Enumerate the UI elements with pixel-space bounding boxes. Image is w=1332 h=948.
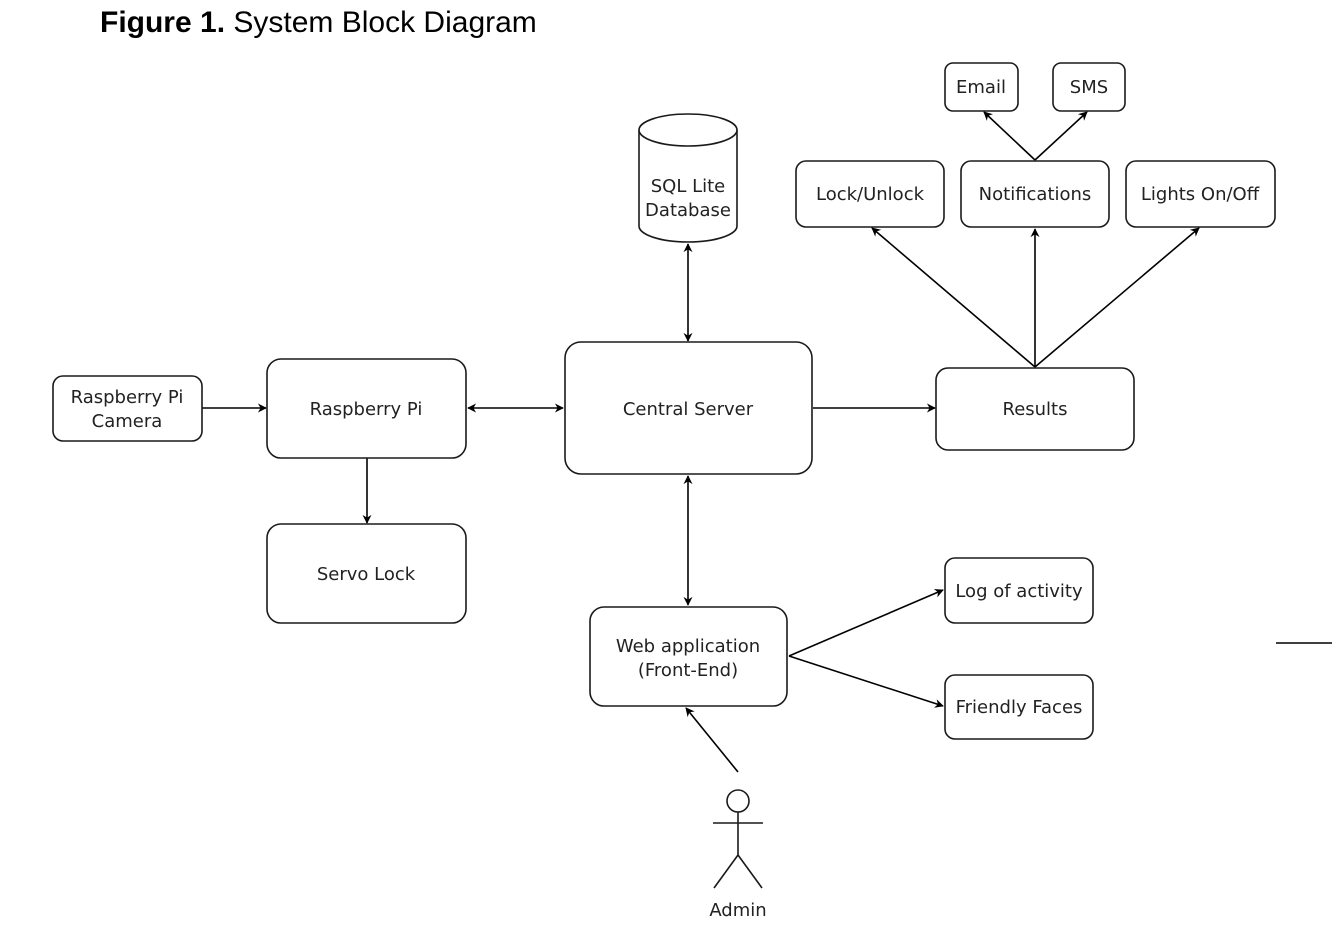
node-email: Email	[944, 62, 1019, 112]
node-lights-label: Lights On/Off	[1141, 184, 1260, 205]
node-central-server: Central Server	[564, 341, 813, 475]
node-servo-lock: Servo Lock	[266, 523, 467, 624]
node-lock-unlock: Lock/Unlock	[795, 160, 945, 228]
node-faces-label: Friendly Faces	[956, 697, 1083, 718]
node-log-of-activity: Log of activity	[944, 557, 1094, 624]
edge-results-to-lock	[871, 227, 1036, 368]
edge-notifications-to-sms	[1034, 111, 1088, 161]
actor-admin: Admin	[709, 789, 767, 921]
figure-label: Figure 1.	[100, 6, 226, 39]
node-lights-on-off: Lights On/Off	[1125, 160, 1276, 228]
node-results-label: Results	[1003, 399, 1068, 420]
node-results: Results	[935, 367, 1135, 451]
edge-webapp-to-faces	[788, 655, 944, 708]
node-web-application: Web application (Front-End)	[589, 606, 788, 707]
node-notifications-label: Notifications	[979, 184, 1092, 205]
node-pi-label: Raspberry Pi	[310, 399, 423, 420]
stick-figure-icon	[713, 789, 763, 889]
node-sms: SMS	[1052, 62, 1126, 112]
edge-notifications-to-email	[983, 111, 1036, 161]
node-servo-label: Servo Lock	[317, 564, 416, 585]
node-lock-label: Lock/Unlock	[816, 184, 925, 205]
node-notifications: Notifications	[960, 160, 1110, 228]
node-sms-label: SMS	[1070, 77, 1108, 98]
actor-admin-label: Admin	[709, 900, 766, 921]
node-server-label: Central Server	[623, 399, 754, 420]
edge-results-to-lights	[1034, 227, 1200, 368]
node-sql-lite-database: SQL Lite Database	[638, 113, 738, 243]
node-webapp-label-line1: Web application	[616, 636, 760, 657]
figure-title: System Block Diagram	[233, 6, 537, 39]
node-webapp-label-line2: (Front-End)	[638, 660, 738, 681]
node-camera-label-line2: Camera	[92, 411, 163, 432]
node-friendly-faces: Friendly Faces	[944, 674, 1094, 740]
edge-admin-to-webapp	[685, 707, 739, 773]
node-raspberry-pi: Raspberry Pi	[266, 358, 467, 459]
figure-caption: Figure 1. System Block Diagram	[100, 6, 537, 40]
node-raspberry-pi-camera: Raspberry Pi Camera	[52, 375, 203, 442]
node-log-label: Log of activity	[955, 581, 1083, 602]
node-email-label: Email	[956, 77, 1006, 98]
node-db-label-line1: SQL Lite	[651, 176, 726, 197]
node-camera-label-line1: Raspberry Pi	[71, 387, 184, 408]
edge-webapp-to-log	[788, 589, 944, 657]
node-db-label-line2: Database	[645, 200, 731, 221]
